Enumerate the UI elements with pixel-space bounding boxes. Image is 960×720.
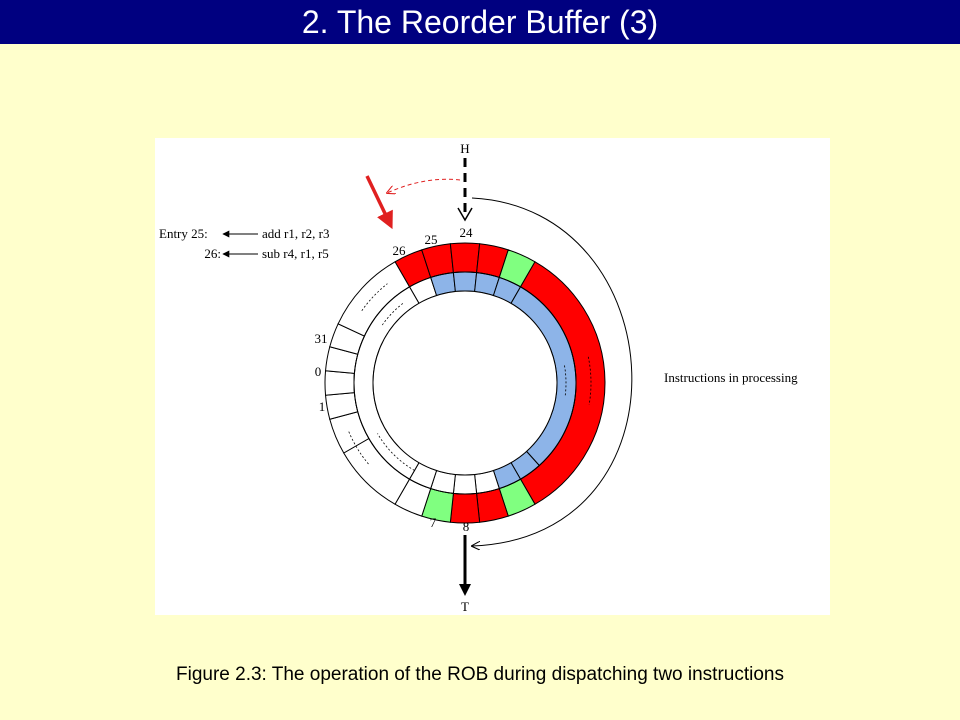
dash-mark-outer-left-upper <box>361 283 388 311</box>
rob-slot-inner-bottom-3 <box>452 473 478 495</box>
rob-slot-left-2 <box>324 370 355 396</box>
new-entry-pointer-arrow <box>365 175 393 230</box>
rob-slot-outer-top-2 <box>449 242 481 274</box>
entry-25-label: Entry 25: <box>159 226 208 241</box>
head-label: H <box>460 141 469 156</box>
entry-25-instruction: add r1, r2, r3 <box>262 226 330 241</box>
slide-title: 2. The Reorder Buffer (3) <box>0 0 960 44</box>
tail-label: T <box>461 599 469 614</box>
tail-pointer-arrowhead <box>459 584 471 596</box>
dash-mark-inner-right <box>564 365 567 398</box>
rob-diagram: H T 24 25 26 31 0 1 7 8 Entry 25: add r1… <box>159 141 798 614</box>
dash-mark-inner-left-lower <box>377 433 415 471</box>
rob-slot-inner-top-2 <box>452 271 478 293</box>
rob-hub <box>372 290 558 476</box>
entry-26-label: 26: <box>204 246 221 261</box>
entry-number-7: 7 <box>430 515 437 530</box>
dash-mark-inner-left-upper <box>381 303 404 326</box>
entry-number-31: 31 <box>315 331 328 346</box>
entry-number-24: 24 <box>460 225 474 240</box>
entry-number-26: 26 <box>393 243 407 258</box>
entry-number-0: 0 <box>315 364 322 379</box>
dash-mark-outer-left-lower <box>347 430 369 465</box>
ring-dash-marks <box>347 283 592 471</box>
figure-caption: Figure 2.3: The operation of the ROB dur… <box>176 664 784 685</box>
entry-number-8: 8 <box>463 519 470 534</box>
rob-diagram-panel: H T 24 25 26 31 0 1 7 8 Entry 25: add r1… <box>155 138 830 615</box>
head-pointer-arrowhead <box>457 207 473 222</box>
entry-number-1: 1 <box>319 399 326 414</box>
head-advance-arrow <box>387 178 461 193</box>
entry-26-instruction: sub r4, r1, r5 <box>262 246 329 261</box>
processing-span-arrow <box>472 197 633 546</box>
entry-number-25: 25 <box>425 232 438 247</box>
rob-inner-ring-edge <box>353 271 577 495</box>
processing-label: Instructions in processing <box>664 370 798 385</box>
dash-mark-outer-right <box>587 356 592 405</box>
